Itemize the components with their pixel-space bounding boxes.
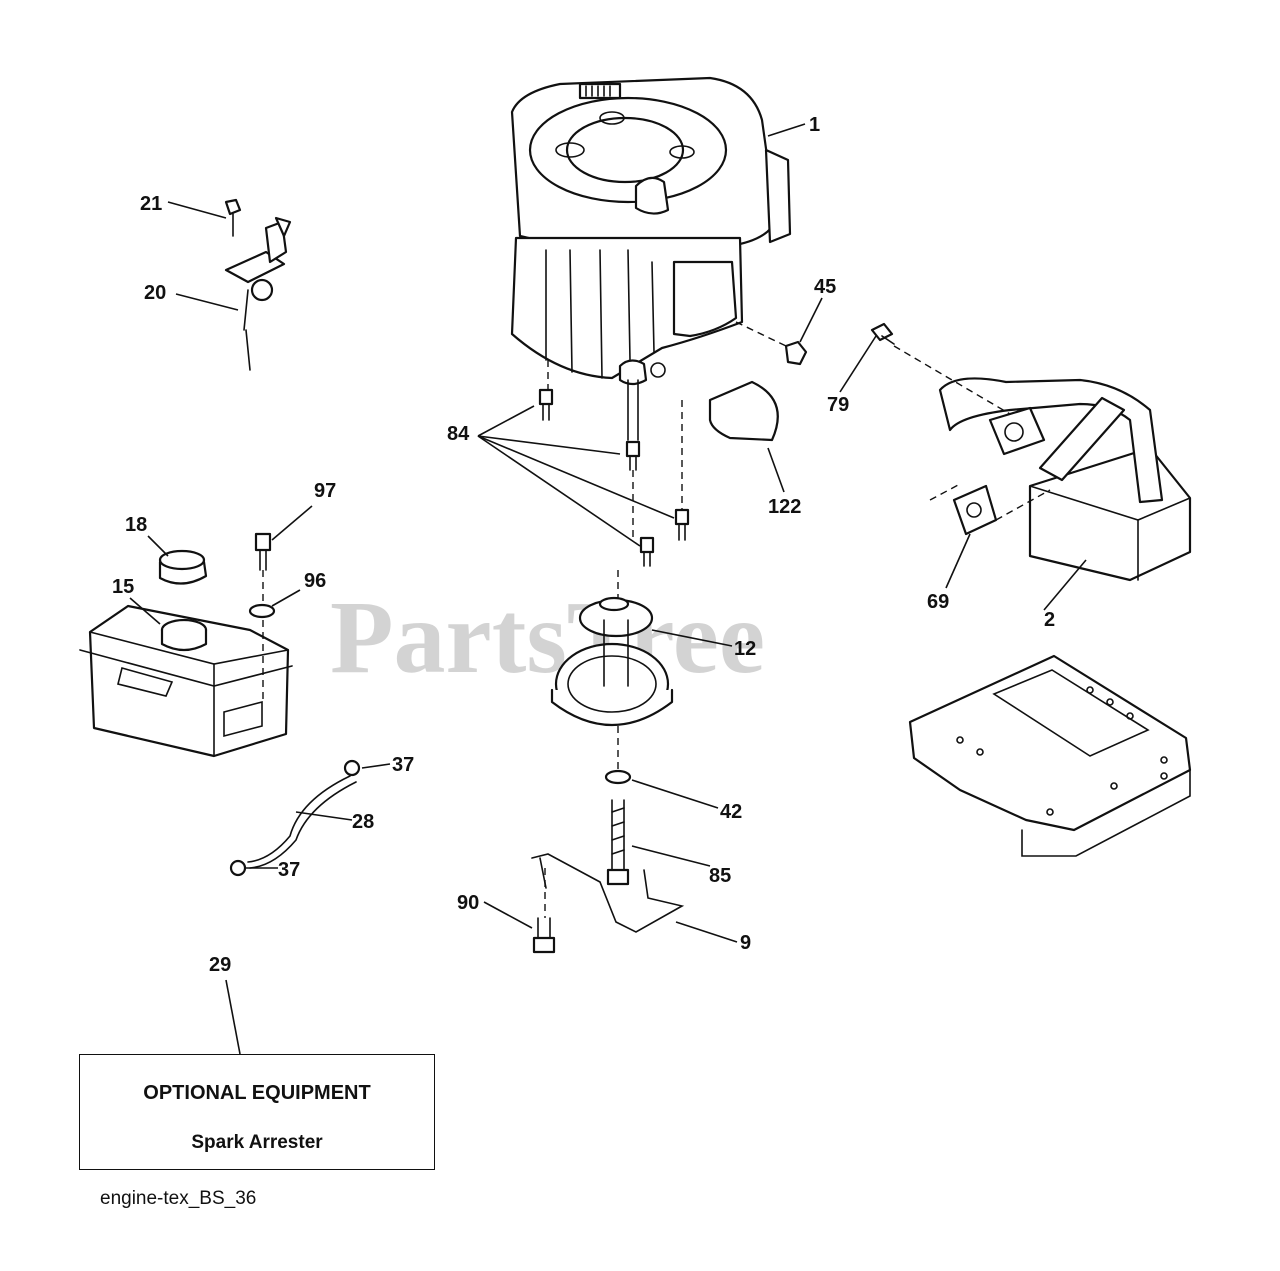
baffle (708, 380, 779, 442)
callout-20: 20 (144, 282, 166, 304)
bolt-85 (606, 799, 630, 886)
callout-29: 29 (209, 954, 231, 976)
leader-lines (129, 123, 1087, 1055)
callout-18: 18 (125, 514, 147, 536)
callout-42: 42 (720, 801, 742, 823)
washer-42 (604, 769, 632, 785)
callout-15: 15 (112, 576, 134, 598)
callout-28: 28 (352, 811, 374, 833)
optional-equipment-box: OPTIONAL EQUIPMENT Spark Arrester (79, 1054, 435, 1170)
callout-21: 21 (140, 193, 162, 215)
callout-2: 2 (1044, 609, 1055, 631)
callout-69: 69 (927, 591, 949, 613)
fuel-line (229, 759, 361, 877)
bolt-90 (532, 868, 556, 954)
throttle-control (224, 198, 292, 371)
callout-12: 12 (734, 638, 756, 660)
fuel-tank (79, 604, 293, 758)
callout-96: 96 (304, 570, 326, 592)
callout-1: 1 (809, 114, 820, 136)
callout-90: 90 (457, 892, 479, 914)
engine (510, 76, 792, 386)
callout-9: 9 (740, 932, 751, 954)
callout-labels: 1 2 9 12 15 18 20 21 28 29 37 37 42 45 6… (112, 114, 1055, 976)
bolt-97 (248, 532, 276, 700)
optional-equipment-title: OPTIONAL EQUIPMENT (143, 1082, 371, 1104)
spark-arrester-label: Spark Arrester (191, 1132, 323, 1153)
pulley (550, 570, 674, 770)
callout-37-top: 37 (392, 754, 414, 776)
callout-37-bottom: 37 (278, 859, 300, 881)
diagram-reference-code: engine-tex_BS_36 (100, 1188, 257, 1209)
bracket (531, 853, 685, 933)
engine-mount-plate (908, 654, 1192, 857)
callout-79: 79 (827, 394, 849, 416)
watermark: PartsTree (330, 580, 765, 695)
nut-45 (784, 340, 808, 366)
bolt-79 (870, 322, 1011, 415)
engine-bolts (538, 360, 690, 567)
callout-122: 122 (768, 496, 801, 518)
fuel-cap (158, 549, 208, 585)
muffler (938, 377, 1192, 582)
callout-97: 97 (314, 480, 336, 502)
callout-84: 84 (447, 423, 470, 445)
gasket (952, 484, 998, 536)
callout-45: 45 (814, 276, 836, 298)
callout-85: 85 (709, 865, 731, 887)
